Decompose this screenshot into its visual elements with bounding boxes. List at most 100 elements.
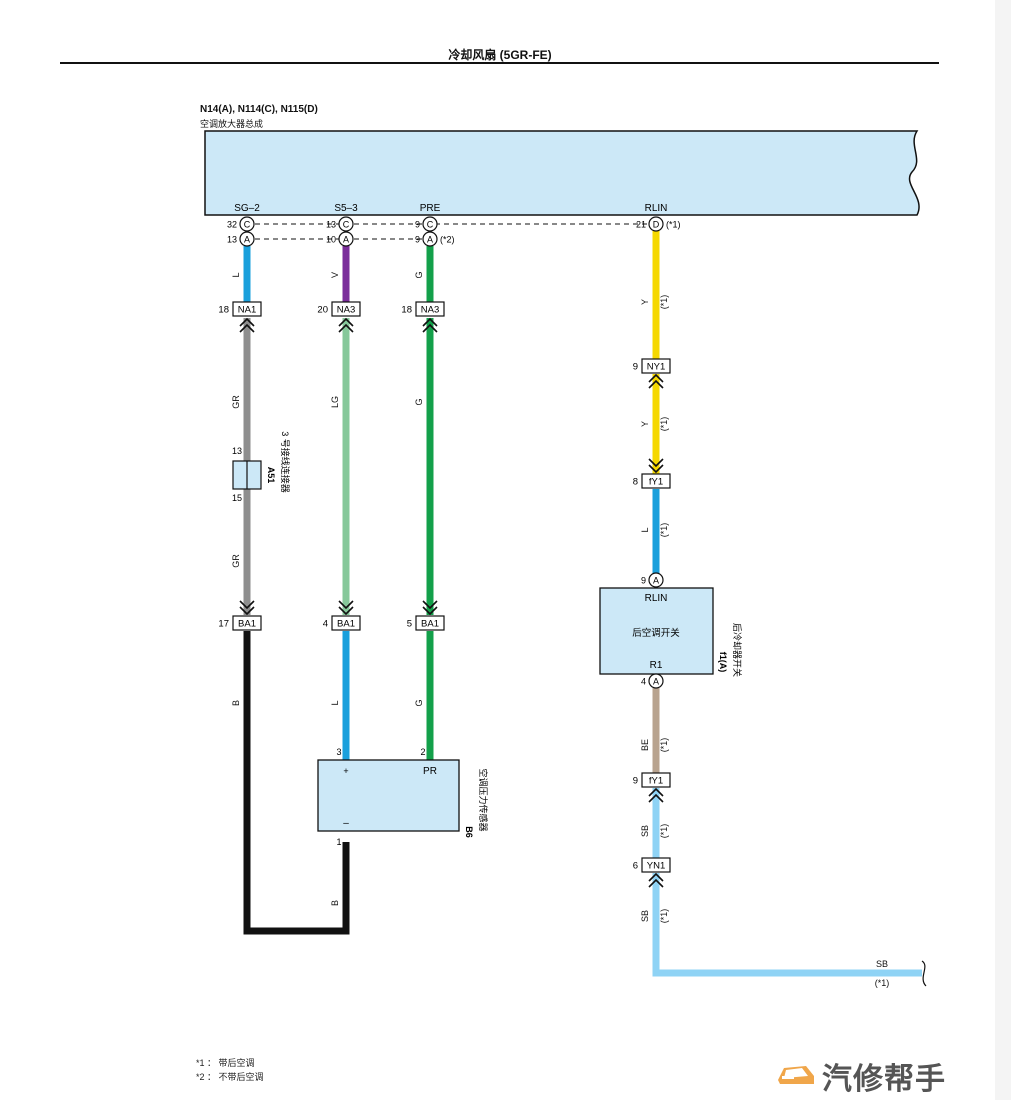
pin-circle xyxy=(422,216,438,232)
wire-sg2-ground xyxy=(243,631,350,935)
connector-name: BA1 xyxy=(337,619,355,630)
connector-pin: 4 xyxy=(323,619,328,630)
connector-name: NA3 xyxy=(337,305,355,316)
wire-note: (*1) xyxy=(659,738,669,753)
pin-label-sg2: SG–2 xyxy=(234,203,260,214)
connector-pin: 18 xyxy=(401,305,412,316)
switch-pin-bottom: 4 xyxy=(641,677,646,687)
connector-name: NA3 xyxy=(421,305,439,316)
pin-conn-letter: D xyxy=(653,220,660,230)
connector-pin: 5 xyxy=(407,619,412,630)
wire-label: Y xyxy=(640,299,650,305)
footnote-1: *1 ： 带后空调 xyxy=(196,1058,255,1068)
connector-name: BA1 xyxy=(238,619,256,630)
wire-label: SB xyxy=(640,825,650,837)
pin-number: 32 xyxy=(227,220,237,230)
switch-r1-label: R1 xyxy=(650,660,663,671)
wire-label: L xyxy=(640,527,650,532)
pin-number: 13 xyxy=(227,235,237,245)
connector-name: BA1 xyxy=(421,619,439,630)
sensor-pin-plus-number: 3 xyxy=(336,747,341,757)
sensor-pin-gnd-number: 1 xyxy=(336,837,341,847)
wire-label: G xyxy=(414,398,424,405)
amplifier-box xyxy=(204,130,920,216)
sensor-id: B6 xyxy=(464,826,474,838)
pin-label-rlin: RLIN xyxy=(645,203,668,214)
connector-pin: 9 xyxy=(633,362,638,373)
pin-label-pre: PRE xyxy=(420,203,441,214)
chevron-up-icon xyxy=(648,878,664,888)
pin-circle xyxy=(239,216,255,232)
watermark-text: 汽修帮手 xyxy=(822,1062,946,1097)
pin-conn-letter: C xyxy=(343,220,350,230)
junction-id: A51 xyxy=(266,467,276,484)
wire-label: GR xyxy=(231,395,241,409)
sensor-plus-label: + xyxy=(343,766,348,776)
connector-box xyxy=(415,615,445,631)
page-edge xyxy=(995,0,1011,1100)
switch-conn-top: A xyxy=(653,576,659,586)
chevron-up-icon xyxy=(422,323,438,333)
connector-pin: 6 xyxy=(633,861,638,872)
chevron-up-icon xyxy=(422,317,438,327)
wire-r1-3 xyxy=(652,873,922,977)
wire-note: (*1) xyxy=(659,824,669,839)
switch-pin-circle-bottom xyxy=(648,673,664,689)
wire-break-mark xyxy=(921,960,927,987)
pressure-sensor-box xyxy=(317,759,460,832)
pin-conn-letter: C xyxy=(244,220,251,230)
chevron-up-icon xyxy=(338,323,354,333)
connector-chevrons xyxy=(239,317,664,888)
chevron-up-icon xyxy=(239,317,255,327)
wire-note: (*1) xyxy=(659,295,669,310)
junction-name: 3 号接线连接器 xyxy=(280,431,291,493)
wire-label: B xyxy=(231,700,241,706)
chevron-up-icon xyxy=(338,317,354,327)
pin-number: 9 xyxy=(415,235,420,245)
pin-number: 21 xyxy=(636,220,646,230)
connector-box xyxy=(641,358,671,374)
pin-circle xyxy=(648,216,664,232)
amplifier-name: 空调放大器总成 xyxy=(200,119,264,129)
connector-pin: 18 xyxy=(218,305,229,316)
pin-note: (*2) xyxy=(440,235,455,245)
chevron-up-icon xyxy=(648,872,664,882)
wire-label: G xyxy=(414,271,424,278)
wire-label: L xyxy=(231,272,241,277)
pin-number: 10 xyxy=(326,235,336,245)
connector-box xyxy=(331,615,361,631)
connector-name: fY1 xyxy=(649,477,663,488)
chevron-down-icon xyxy=(338,606,354,616)
wire-label: B xyxy=(330,900,340,906)
connector-box xyxy=(415,301,445,317)
pin-circle xyxy=(338,231,354,247)
junction-pin-bottom: 15 xyxy=(232,493,242,503)
switch-id: f1(A) xyxy=(718,652,728,673)
chevron-down-icon xyxy=(239,600,255,610)
pin-label-s53: S5–3 xyxy=(334,203,358,214)
connector-box xyxy=(641,857,671,873)
chevron-up-icon xyxy=(239,323,255,333)
wire-note: (*1) xyxy=(659,417,669,432)
pin-conn-letter: C xyxy=(427,220,434,230)
connector-name: NA1 xyxy=(238,305,256,316)
pin-circle xyxy=(338,216,354,232)
wire-label: GR xyxy=(231,554,241,568)
wire-label: V xyxy=(330,272,340,278)
pin-circle xyxy=(422,231,438,247)
connector-box xyxy=(331,301,361,317)
chevron-down-icon xyxy=(648,464,664,474)
footnotes: *1 ： 带后空调 *2 ： 不带后空调 xyxy=(196,1056,264,1084)
wire-label: BE xyxy=(640,739,650,751)
connector-box xyxy=(641,772,671,788)
chevron-down-icon xyxy=(422,600,438,610)
connector-pin: 20 xyxy=(317,305,328,316)
sensor-minus-label: – xyxy=(343,818,349,829)
connector-name: YN1 xyxy=(647,861,665,872)
chevron-down-icon xyxy=(648,458,664,468)
connectors: NA1 18 NA3 20 NA3 18 BA1 17 BA1 4 BA1 5 … xyxy=(218,301,671,873)
wire-labels: L GR GR B V LG L G G G B Y (*1) Y (*1) L… xyxy=(231,271,889,988)
wire-note: (*1) xyxy=(659,909,669,924)
switch-conn-bottom: A xyxy=(653,677,659,687)
